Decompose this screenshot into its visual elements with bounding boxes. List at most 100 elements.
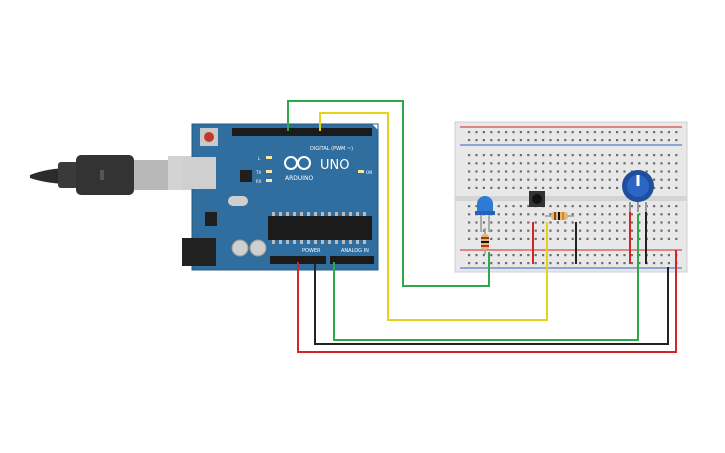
breadboard-hole[interactable]	[586, 237, 589, 240]
breadboard-hole[interactable]	[667, 178, 670, 181]
breadboard-hole[interactable]	[556, 154, 559, 157]
breadboard-hole[interactable]	[512, 229, 515, 232]
breadboard-hole[interactable]	[534, 139, 537, 142]
breadboard-hole[interactable]	[519, 237, 522, 240]
breadboard-hole[interactable]	[490, 162, 493, 165]
breadboard-hole[interactable]	[675, 162, 678, 165]
breadboard-hole[interactable]	[527, 205, 530, 208]
breadboard-hole[interactable]	[586, 254, 589, 257]
breadboard-hole[interactable]	[534, 254, 537, 257]
breadboard-hole[interactable]	[505, 262, 508, 265]
breadboard-hole[interactable]	[505, 213, 508, 216]
breadboard-hole[interactable]	[616, 213, 619, 216]
resistor[interactable]	[481, 228, 489, 254]
breadboard-hole[interactable]	[586, 162, 589, 165]
breadboard-hole[interactable]	[512, 139, 515, 142]
breadboard-hole[interactable]	[482, 229, 485, 232]
breadboard-hole[interactable]	[616, 178, 619, 181]
breadboard-hole[interactable]	[505, 237, 508, 240]
breadboard-hole[interactable]	[475, 254, 478, 257]
breadboard-hole[interactable]	[616, 221, 619, 224]
breadboard-hole[interactable]	[571, 186, 574, 189]
breadboard-hole[interactable]	[667, 139, 670, 142]
breadboard-hole[interactable]	[519, 229, 522, 232]
breadboard-hole[interactable]	[608, 213, 611, 216]
breadboard-hole[interactable]	[542, 178, 545, 181]
breadboard-hole[interactable]	[586, 221, 589, 224]
breadboard-hole[interactable]	[623, 205, 626, 208]
breadboard-hole[interactable]	[571, 262, 574, 265]
breadboard-hole[interactable]	[660, 154, 663, 157]
breadboard-hole[interactable]	[653, 229, 656, 232]
breadboard-hole[interactable]	[586, 139, 589, 142]
breadboard-hole[interactable]	[527, 139, 530, 142]
breadboard-hole[interactable]	[601, 237, 604, 240]
breadboard-hole[interactable]	[593, 162, 596, 165]
breadboard-hole[interactable]	[660, 237, 663, 240]
breadboard-hole[interactable]	[556, 170, 559, 173]
breadboard-hole[interactable]	[660, 221, 663, 224]
breadboard-hole[interactable]	[527, 154, 530, 157]
breadboard-hole[interactable]	[549, 205, 552, 208]
breadboard-hole[interactable]	[542, 254, 545, 257]
breadboard-hole[interactable]	[638, 262, 641, 265]
breadboard-hole[interactable]	[667, 221, 670, 224]
pushbutton[interactable]	[529, 191, 545, 207]
breadboard-hole[interactable]	[593, 205, 596, 208]
breadboard-hole[interactable]	[645, 139, 648, 142]
breadboard-hole[interactable]	[534, 131, 537, 134]
breadboard-hole[interactable]	[660, 229, 663, 232]
breadboard-hole[interactable]	[601, 205, 604, 208]
breadboard-hole[interactable]	[667, 170, 670, 173]
breadboard-hole[interactable]	[579, 213, 582, 216]
breadboard-hole[interactable]	[660, 254, 663, 257]
breadboard-hole[interactable]	[512, 131, 515, 134]
breadboard-hole[interactable]	[534, 237, 537, 240]
breadboard-hole[interactable]	[630, 154, 633, 157]
breadboard-hole[interactable]	[505, 221, 508, 224]
breadboard-hole[interactable]	[490, 139, 493, 142]
breadboard-hole[interactable]	[608, 254, 611, 257]
breadboard-hole[interactable]	[542, 262, 545, 265]
breadboard-hole[interactable]	[505, 254, 508, 257]
breadboard-hole[interactable]	[608, 262, 611, 265]
breadboard-hole[interactable]	[482, 186, 485, 189]
breadboard-hole[interactable]	[616, 139, 619, 142]
breadboard-hole[interactable]	[556, 254, 559, 257]
breadboard-hole[interactable]	[512, 205, 515, 208]
breadboard-hole[interactable]	[490, 186, 493, 189]
breadboard-hole[interactable]	[630, 254, 633, 257]
breadboard-hole[interactable]	[623, 262, 626, 265]
breadboard-hole[interactable]	[675, 221, 678, 224]
breadboard-hole[interactable]	[482, 170, 485, 173]
breadboard-hole[interactable]	[653, 178, 656, 181]
breadboard-hole[interactable]	[527, 213, 530, 216]
breadboard-hole[interactable]	[475, 205, 478, 208]
breadboard-hole[interactable]	[653, 154, 656, 157]
breadboard-hole[interactable]	[638, 205, 641, 208]
breadboard-hole[interactable]	[593, 213, 596, 216]
breadboard-hole[interactable]	[482, 221, 485, 224]
breadboard-hole[interactable]	[556, 178, 559, 181]
breadboard-hole[interactable]	[512, 221, 515, 224]
breadboard-hole[interactable]	[593, 254, 596, 257]
breadboard-hole[interactable]	[608, 178, 611, 181]
breadboard-hole[interactable]	[571, 254, 574, 257]
breadboard-hole[interactable]	[482, 262, 485, 265]
breadboard-hole[interactable]	[601, 170, 604, 173]
breadboard-hole[interactable]	[608, 221, 611, 224]
breadboard-hole[interactable]	[630, 221, 633, 224]
breadboard-hole[interactable]	[608, 229, 611, 232]
breadboard-hole[interactable]	[571, 229, 574, 232]
breadboard-hole[interactable]	[593, 221, 596, 224]
breadboard-hole[interactable]	[608, 154, 611, 157]
breadboard-hole[interactable]	[468, 186, 471, 189]
breadboard-hole[interactable]	[653, 139, 656, 142]
breadboard-hole[interactable]	[645, 162, 648, 165]
breadboard-hole[interactable]	[579, 262, 582, 265]
breadboard-hole[interactable]	[556, 237, 559, 240]
breadboard-hole[interactable]	[505, 229, 508, 232]
breadboard-hole[interactable]	[549, 162, 552, 165]
breadboard-hole[interactable]	[667, 213, 670, 216]
wire-green-a0[interactable]	[333, 214, 639, 341]
